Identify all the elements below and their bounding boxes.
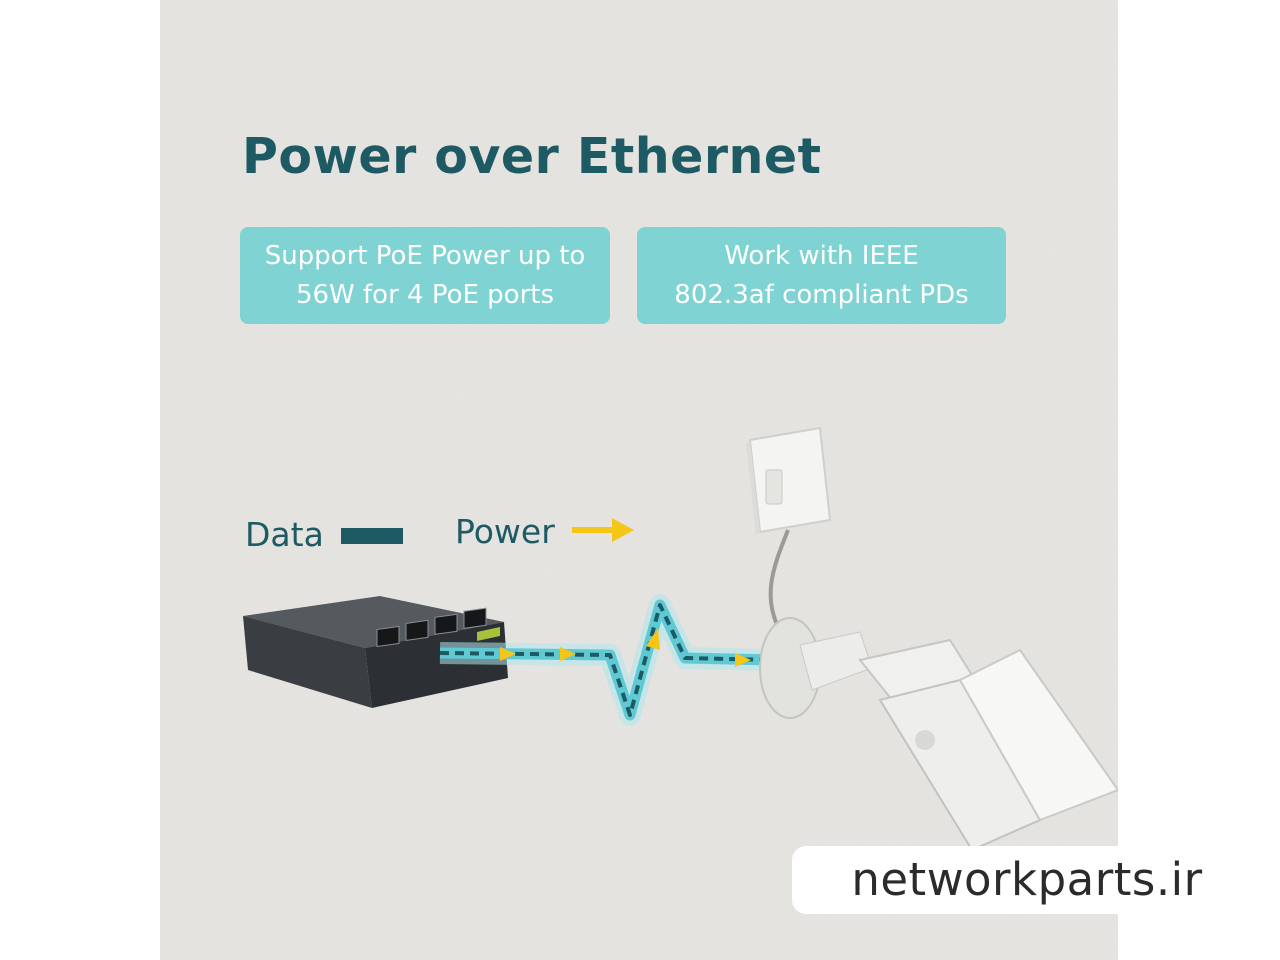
legend-data-swatch [341,528,403,544]
legend-power-arrow-icon [572,518,634,542]
data-line [439,603,776,717]
feature-text-line: Work with IEEE [724,240,919,271]
junction-box [746,426,832,536]
feature-box-poe-power: Support PoE Power up to 56W for 4 PoE po… [240,227,610,324]
page-title: Power over Ethernet [242,128,822,185]
watermark-logo: networkparts.ir [792,846,1262,914]
legend-data-label: Data [245,515,324,554]
poe-scene [243,426,1118,852]
poe-switch [243,596,508,708]
feature-text-line: Support PoE Power up to [264,240,586,271]
legend-power-label: Power [455,512,555,551]
poe-diagram-panel: Power over Ethernet Support PoE Power up… [160,0,1118,960]
security-camera [759,617,1118,852]
power-arrow-markers [500,628,751,667]
wall-texture [160,0,1118,960]
feature-text-line: 802.3af compliant PDs [674,279,969,310]
feature-text-line: 56W for 4 PoE ports [295,279,555,310]
ethernet-cable [439,594,776,726]
feature-box-ieee-standard: Work with IEEE 802.3af compliant PDs [637,227,1006,324]
